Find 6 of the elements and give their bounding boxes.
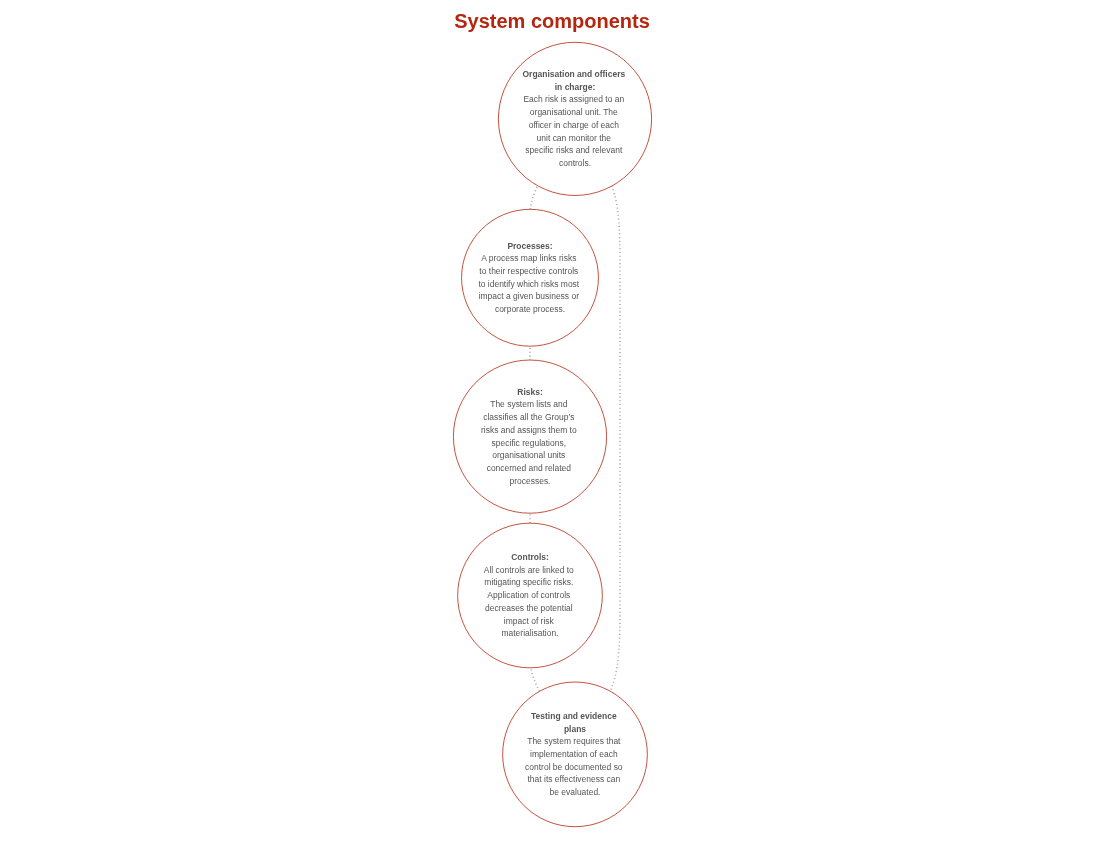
diagram-title: System components: [453, 10, 651, 33]
node-circle: Organisation and officers in charge: Each risk is assigned to an organisational unit. The officer in charge of each unit can monitor the specific risks and relevant controls.: [497, 41, 652, 196]
node-circle: Risks: The system lists and classifies all the Group’s risks and assigns them to specific regulations, organisational units concerned and related processes.: [452, 359, 607, 514]
node-circle: Testing and evidence plans The system requires that implementation of each control be documented so that its effectiveness can be evaluated.: [501, 681, 648, 828]
node-circle: Controls: All controls are linked to mitigating specific risks. Application of controls decreases the potential impact of risk materialisation.: [456, 522, 603, 669]
node-circle: Processes: A process map links risks to their respective controls to identify which risks most impact a given business or corporate process.: [460, 208, 599, 347]
